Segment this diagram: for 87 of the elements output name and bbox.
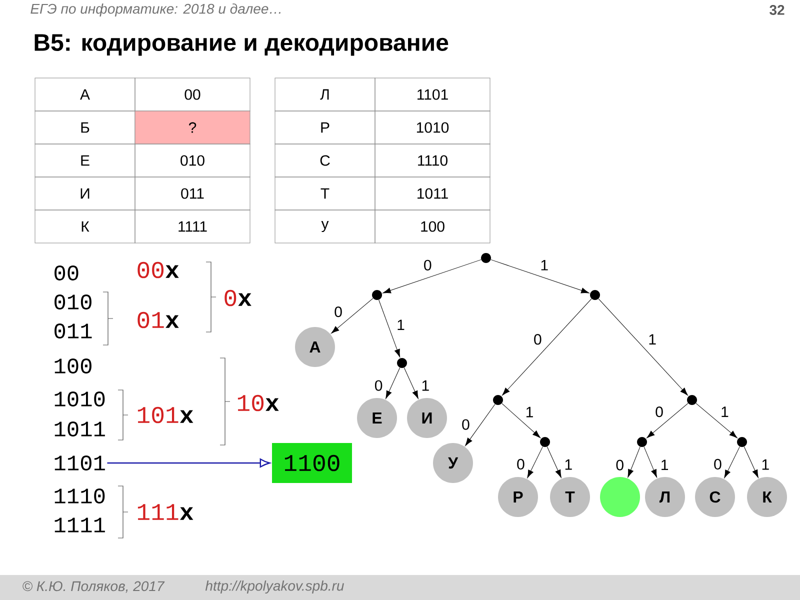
arrow <box>744 446 758 478</box>
arrow <box>386 368 400 399</box>
arrow <box>546 446 562 478</box>
result-box: 1100 <box>272 443 352 483</box>
edge-label: 0 <box>460 418 471 431</box>
code-text: 00 <box>54 266 78 280</box>
edge-label: 0 <box>614 458 626 472</box>
edge-label: 1 <box>760 458 771 471</box>
arrow <box>696 403 738 438</box>
group-label: 01x <box>138 312 179 328</box>
edge-label: 0 <box>712 458 723 471</box>
slide-title: В5: кодирование и декодирование <box>34 34 448 56</box>
code-text: 1010 <box>54 392 105 406</box>
table-cell: Б <box>34 110 136 144</box>
table-cell: Р <box>274 110 376 144</box>
edge-label: 1 <box>524 406 535 418</box>
tree-dot <box>540 437 550 447</box>
code-text: 100 <box>54 358 92 374</box>
table-cell: 1011 <box>374 176 490 210</box>
edge-label: 1 <box>647 333 658 346</box>
table-cell: 011 <box>134 176 250 210</box>
edge-label: 1 <box>563 458 574 471</box>
code-text: 010 <box>54 294 92 310</box>
code-text: 1111 <box>54 518 105 532</box>
table-cell: у <box>274 210 376 244</box>
arrow <box>378 300 400 358</box>
tree-dot <box>397 358 407 368</box>
code-text: 011 <box>54 324 92 338</box>
table-cell: К <box>34 210 136 244</box>
table-cell: Е <box>34 144 136 178</box>
edge-label: 1 <box>659 458 670 472</box>
table-cell: С <box>274 144 376 178</box>
arrow <box>644 446 658 478</box>
code-text: 1011 <box>54 422 105 436</box>
group-label: 101x <box>138 406 194 424</box>
arrow <box>628 446 640 478</box>
arrow <box>646 403 688 438</box>
tree-dot <box>637 437 647 447</box>
arrow <box>465 404 496 446</box>
edge-label: 1 <box>396 318 406 332</box>
edge-label: 1 <box>420 379 431 392</box>
group-label: 0x <box>224 290 252 306</box>
table-cell: Т <box>274 176 376 210</box>
header-text: ЕГЭ по информатике: 2018 и далее… <box>30 3 280 17</box>
table-cell: 1101 <box>374 78 490 112</box>
arrow <box>107 458 270 468</box>
arrow <box>382 259 482 294</box>
page-number: 32 <box>770 5 784 15</box>
table-cell: А <box>34 78 136 112</box>
edge-label: 0 <box>532 333 543 346</box>
arrow <box>502 403 541 438</box>
edge-label: 1 <box>539 258 550 272</box>
arrow <box>490 259 590 294</box>
code-text: 1101 <box>54 456 105 470</box>
footer-link: http://kpolyakov.spb.ru <box>205 580 344 594</box>
group-label: 00x <box>138 262 179 278</box>
tree-dot <box>493 395 503 405</box>
table-cell: 1111 <box>134 210 250 244</box>
group-label: 10x <box>238 394 279 412</box>
edge-label: 0 <box>373 379 384 392</box>
edge-label: 0 <box>422 258 433 272</box>
group-label: 111x <box>138 504 194 520</box>
code-text: 1110 <box>54 488 105 504</box>
table-cell: 1010 <box>374 110 490 144</box>
tree-dot <box>372 290 382 300</box>
arrow <box>724 446 740 478</box>
table-cell: 010 <box>134 144 250 178</box>
arrow <box>598 298 688 396</box>
table-cell: 100 <box>374 210 490 244</box>
footer-text: © К.Ю. Поляков, 2017 <box>22 581 165 593</box>
edge-label: 0 <box>516 458 526 471</box>
leaf-circle <box>600 477 640 517</box>
tree-dot <box>687 395 697 405</box>
arrow <box>404 368 418 399</box>
arrow <box>331 298 374 334</box>
table-cell: ? <box>134 110 250 144</box>
table-cell: И <box>34 176 136 210</box>
tree-dot <box>590 290 600 300</box>
tree-dot <box>737 437 747 447</box>
tree-dot <box>481 253 491 263</box>
table-cell: Л <box>274 78 376 112</box>
arrow <box>527 446 543 478</box>
edge-label: 1 <box>720 406 730 418</box>
edge-label: 0 <box>333 306 344 318</box>
arrow <box>502 298 592 396</box>
table-cell: 1110 <box>374 144 490 178</box>
edge-label: 0 <box>654 406 664 418</box>
